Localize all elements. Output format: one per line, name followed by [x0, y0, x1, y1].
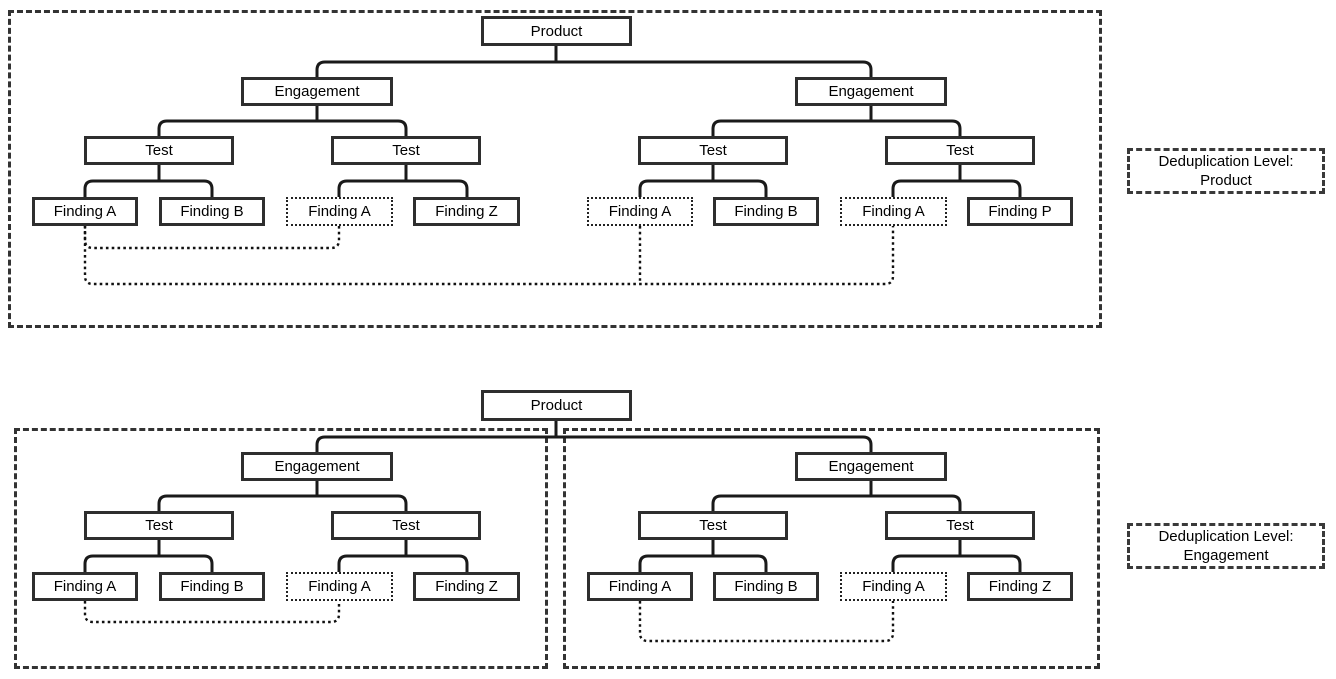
bottom-test-node: Test — [331, 511, 481, 540]
top-test-node: Test — [885, 136, 1035, 165]
bottom-test-node: Test — [885, 511, 1035, 540]
top-finding-node: Finding A — [32, 197, 138, 226]
bottom-engagement-left-node: Engagement — [241, 452, 393, 481]
top-finding-node: Finding B — [713, 197, 819, 226]
bottom-test-node: Test — [84, 511, 234, 540]
top-test-node: Test — [84, 136, 234, 165]
bottom-finding-node: Finding B — [159, 572, 265, 601]
top-test-node: Test — [331, 136, 481, 165]
bottom-finding-node: Finding Z — [967, 572, 1073, 601]
bottom-left-engagement-region — [14, 428, 548, 669]
bottom-finding-node-duplicate: Finding A — [840, 572, 947, 601]
bottom-right-engagement-region — [563, 428, 1100, 669]
dedup-level-engagement-label: Deduplication Level: Engagement — [1127, 523, 1325, 569]
bottom-finding-node: Finding A — [587, 572, 693, 601]
top-finding-node-duplicate: Finding A — [286, 197, 393, 226]
dedup-level-product-label: Deduplication Level: Product — [1127, 148, 1325, 194]
top-product-dedup-region — [8, 10, 1102, 328]
bottom-finding-node-duplicate: Finding A — [286, 572, 393, 601]
top-finding-node: Finding Z — [413, 197, 520, 226]
bottom-finding-node: Finding Z — [413, 572, 520, 601]
top-finding-node: Finding B — [159, 197, 265, 226]
bottom-engagement-right-node: Engagement — [795, 452, 947, 481]
top-finding-node-duplicate: Finding A — [840, 197, 947, 226]
top-product-node: Product — [481, 16, 632, 46]
top-engagement-left-node: Engagement — [241, 77, 393, 106]
bottom-test-node: Test — [638, 511, 788, 540]
top-finding-node: Finding P — [967, 197, 1073, 226]
bottom-product-node: Product — [481, 390, 632, 421]
dedup-label-line2: Product — [1200, 172, 1252, 189]
dedup-label-line1: Deduplication Level: — [1158, 153, 1294, 170]
dedup-label-line1: Deduplication Level: — [1158, 528, 1294, 545]
dedup-label-line2: Engagement — [1183, 547, 1269, 564]
top-finding-node-duplicate: Finding A — [587, 197, 693, 226]
bottom-finding-node: Finding A — [32, 572, 138, 601]
bottom-finding-node: Finding B — [713, 572, 819, 601]
top-engagement-right-node: Engagement — [795, 77, 947, 106]
top-test-node: Test — [638, 136, 788, 165]
